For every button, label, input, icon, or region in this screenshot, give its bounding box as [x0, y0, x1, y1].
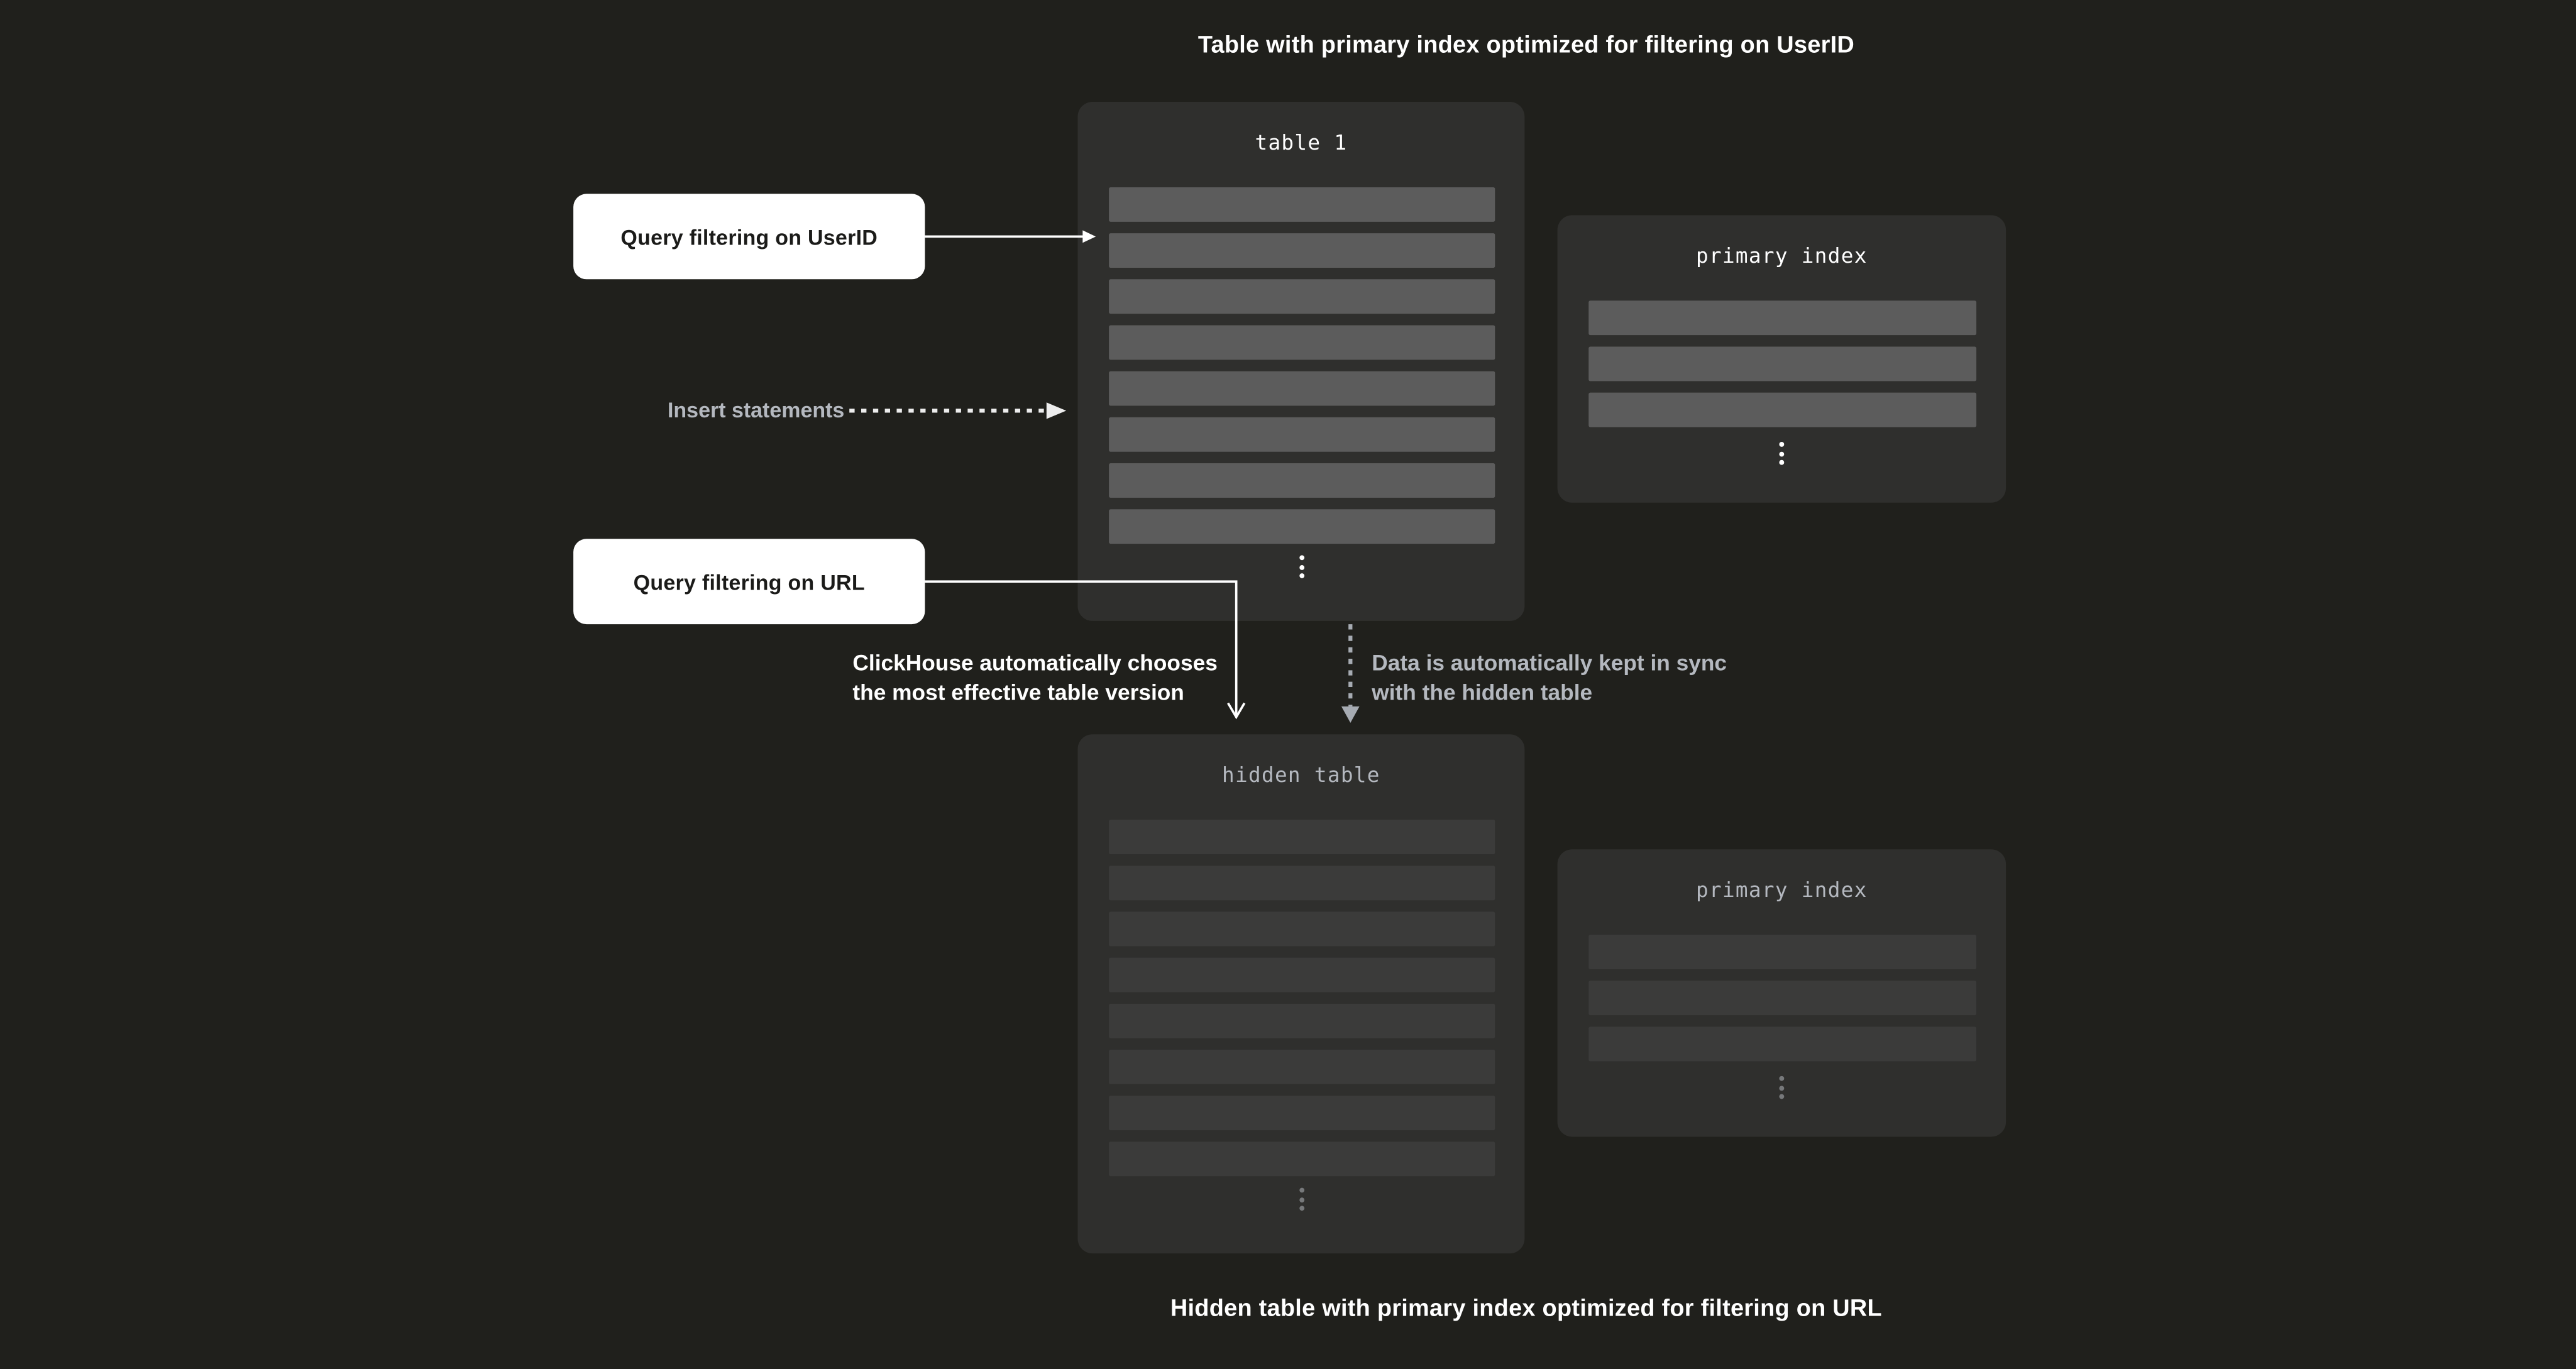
table-row — [1588, 1026, 1977, 1062]
query-url-elbow-arrow — [925, 580, 1246, 719]
table-row — [1109, 1050, 1495, 1084]
table-row — [1109, 820, 1495, 855]
table1-rows — [1109, 187, 1495, 555]
table-row — [1109, 957, 1495, 992]
query-userid-arrow — [925, 230, 1096, 243]
table-row — [1109, 1003, 1495, 1038]
bottom-caption: Hidden table with primary index optimize… — [1170, 1296, 1882, 1322]
primary-index-top-rows — [1588, 300, 1977, 439]
vertical-ellipsis-icon — [1077, 1187, 1524, 1211]
vertical-ellipsis-icon — [1558, 442, 2006, 465]
sync-note: Data is automatically kept in sync with … — [1372, 649, 1727, 708]
table-row — [1588, 346, 1977, 382]
insert-statements-arrow — [849, 402, 1067, 419]
table-row — [1109, 233, 1495, 268]
query-userid-box: Query filtering on UserID — [573, 194, 925, 280]
hidden-table-rows — [1109, 820, 1495, 1187]
table-row — [1109, 187, 1495, 222]
table-row — [1109, 866, 1495, 901]
table-row — [1109, 325, 1495, 360]
clickhouse-note: ClickHouse automatically chooses the mos… — [852, 649, 1217, 708]
sync-note-line2: with the hidden table — [1372, 679, 1593, 705]
clickhouse-note-line1: ClickHouse automatically chooses — [852, 650, 1218, 676]
table-row — [1109, 417, 1495, 452]
insert-statements-label: Insert statements — [667, 397, 845, 422]
table-row — [1109, 463, 1495, 498]
hidden-table-title: hidden table — [1222, 762, 1380, 787]
sync-note-line1: Data is automatically kept in sync — [1372, 650, 1727, 676]
table-row — [1588, 981, 1977, 1016]
table-row — [1109, 1141, 1495, 1177]
table-row — [1109, 279, 1495, 314]
vertical-ellipsis-icon — [1077, 555, 1524, 578]
table-row — [1109, 1096, 1495, 1131]
primary-index-bottom-rows — [1588, 935, 1977, 1073]
primary-index-top-panel: primary index — [1557, 215, 2006, 503]
query-url-label: Query filtering on URL — [633, 569, 865, 594]
table1-title: table 1 — [1255, 129, 1348, 155]
table-row — [1588, 392, 1977, 427]
hidden-table-panel: hidden table — [1077, 734, 1525, 1254]
primary-index-top-title: primary index — [1696, 243, 1868, 268]
table1-panel: table 1 — [1077, 102, 1525, 621]
vertical-ellipsis-icon — [1558, 1075, 2006, 1099]
query-url-box: Query filtering on URL — [573, 539, 925, 625]
primary-index-bottom-title: primary index — [1696, 877, 1868, 902]
sync-dashed-arrow — [1341, 624, 1360, 723]
clickhouse-note-line2: the most effective table version — [852, 679, 1184, 705]
table-row — [1588, 300, 1977, 336]
table-row — [1588, 935, 1977, 969]
top-caption: Table with primary index optimized for f… — [1197, 33, 1855, 60]
table-row — [1109, 911, 1495, 947]
table-row — [1109, 509, 1495, 544]
query-userid-label: Query filtering on UserID — [620, 224, 878, 249]
table-row — [1109, 371, 1495, 406]
primary-index-bottom-panel: primary index — [1557, 849, 2006, 1137]
